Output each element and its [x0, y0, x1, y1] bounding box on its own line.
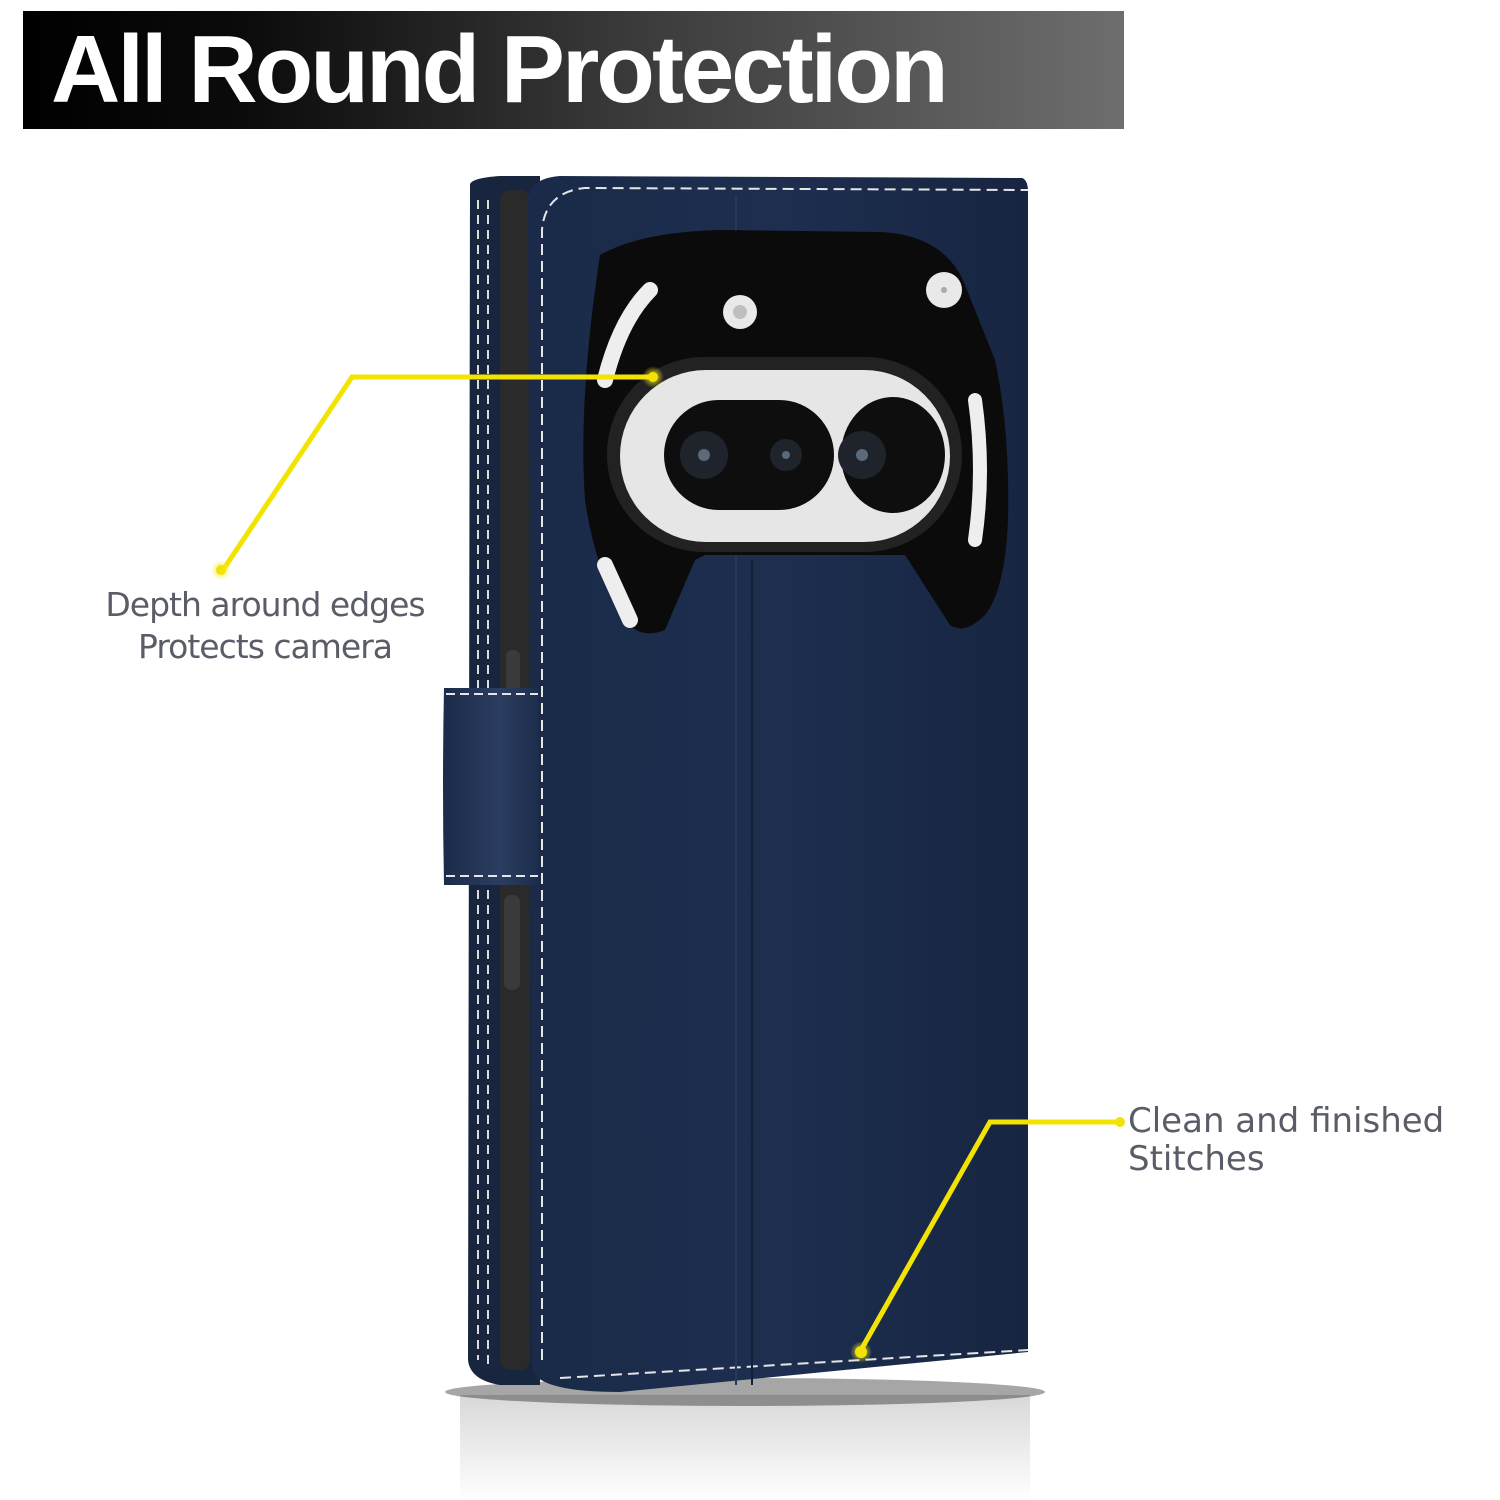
callout-stitches: Clean and finished Stitches [1128, 1102, 1444, 1178]
title-banner: All Round Protection [23, 11, 1124, 129]
callout-camera-protection: Depth around edges Protects camera [100, 584, 430, 668]
callout-stitches-line1: Clean and finished [1128, 1101, 1445, 1141]
stitching-bottom [559, 1349, 1029, 1379]
callout-camera-line2: Protects camera [138, 627, 393, 666]
banner-title: All Round Protection [51, 16, 949, 123]
callout-line-stitches [850, 1117, 1125, 1363]
floor-reflection [460, 1395, 1030, 1500]
stitching-top-left [541, 186, 1029, 1360]
callout-camera-line1: Depth around edges [105, 585, 425, 624]
camera-module [583, 230, 1009, 634]
callout-line-camera [211, 366, 664, 580]
side-button [504, 895, 520, 990]
callout-stitches-line2: Stitches [1128, 1139, 1265, 1179]
magnetic-strap[interactable] [443, 688, 538, 885]
